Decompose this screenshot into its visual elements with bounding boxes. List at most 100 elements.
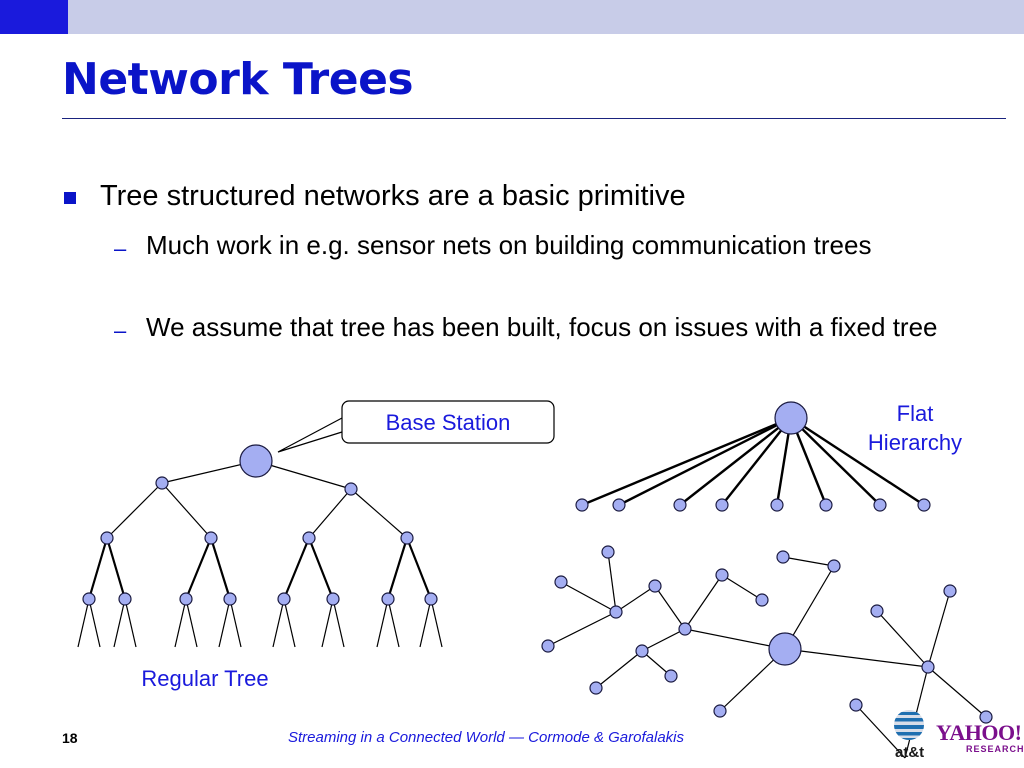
flat-hierarchy-edge bbox=[581, 416, 792, 507]
network-hub-node bbox=[768, 632, 802, 666]
regular-tree-stub bbox=[218, 598, 231, 648]
regular-tree-node bbox=[424, 592, 438, 606]
regular-tree-stub bbox=[283, 598, 296, 648]
regular-tree-node bbox=[179, 592, 193, 606]
regular-tree-edge bbox=[105, 537, 127, 600]
network-edge bbox=[641, 628, 686, 652]
att-logo-text: at&t bbox=[895, 744, 925, 761]
regular-tree-stub bbox=[376, 598, 389, 648]
regular-tree-edge bbox=[308, 488, 352, 539]
flat-leaf-node bbox=[575, 498, 589, 512]
flat-label-line2: Hierarchy bbox=[867, 430, 963, 455]
network-node bbox=[870, 604, 884, 618]
regular-tree-edge bbox=[307, 537, 335, 600]
regular-tree-node bbox=[118, 592, 132, 606]
base-station-label: Base Station bbox=[385, 410, 511, 435]
network-edge bbox=[595, 650, 643, 689]
top-banner bbox=[0, 0, 1024, 34]
regular-tree-stub bbox=[321, 598, 334, 648]
regular-tree-stub bbox=[113, 598, 126, 648]
regular-tree-node bbox=[204, 531, 218, 545]
network-edge bbox=[684, 574, 723, 630]
sub-bullet-2: We assume that tree has been built, focu… bbox=[146, 312, 938, 342]
regular-tree-stub bbox=[430, 598, 443, 648]
slide-number: 18 bbox=[62, 730, 78, 746]
flat-leaf-node bbox=[612, 498, 626, 512]
regular-tree-edge bbox=[184, 537, 213, 600]
network-node bbox=[921, 660, 935, 674]
regular-tree-stub bbox=[185, 598, 198, 648]
regular-tree-stub bbox=[419, 598, 432, 648]
flat-leaf-node bbox=[917, 498, 931, 512]
network-edge bbox=[782, 556, 835, 567]
regular-tree-edge bbox=[405, 537, 433, 600]
yahoo-logo: YAHOO! bbox=[936, 720, 1022, 745]
flat-hierarchy-edge bbox=[790, 417, 881, 506]
regular-tree-node bbox=[82, 592, 96, 606]
regular-tree-node bbox=[277, 592, 291, 606]
network-node bbox=[776, 550, 790, 564]
regular-tree-edge bbox=[209, 537, 232, 600]
tree-nodes bbox=[82, 401, 993, 724]
regular-tree-node bbox=[326, 592, 340, 606]
slide-title: Network Trees bbox=[62, 54, 414, 105]
regular-tree-edge bbox=[161, 482, 212, 539]
network-node bbox=[609, 605, 623, 619]
regular-tree-stub bbox=[77, 598, 90, 648]
network-edge bbox=[560, 581, 617, 613]
network-node bbox=[648, 579, 662, 593]
regular-tree-edge bbox=[350, 488, 408, 539]
bullet-square-icon bbox=[64, 192, 76, 204]
flat-leaf-node bbox=[673, 498, 687, 512]
regular-tree-node bbox=[155, 476, 169, 490]
att-globe-icon bbox=[894, 710, 924, 740]
network-edge bbox=[547, 611, 617, 647]
regular-tree-stub bbox=[332, 598, 345, 648]
network-edge bbox=[876, 610, 929, 668]
title-divider bbox=[62, 118, 1006, 119]
regular-tree-label: Regular Tree bbox=[141, 666, 269, 691]
regular-tree-node bbox=[223, 592, 237, 606]
network-node bbox=[664, 669, 678, 683]
footer-caption: Streaming in a Connected World — Cormode… bbox=[288, 729, 685, 746]
dash-icon: – bbox=[114, 318, 127, 343]
dash-icon: – bbox=[114, 236, 127, 261]
yahoo-research-text: RESEARCH bbox=[966, 744, 1024, 754]
network-node bbox=[713, 704, 727, 718]
bullet-main: Tree structured networks are a basic pri… bbox=[100, 180, 686, 212]
flat-hierarchy-edge bbox=[790, 416, 925, 507]
regular-tree-node bbox=[100, 531, 114, 545]
flat-label-line1: Flat bbox=[896, 401, 934, 426]
network-edge bbox=[684, 628, 786, 650]
network-node bbox=[635, 644, 649, 658]
network-node bbox=[755, 593, 769, 607]
network-node bbox=[827, 559, 841, 573]
network-edge bbox=[784, 648, 929, 668]
base-station-node bbox=[239, 444, 273, 478]
network-node bbox=[849, 698, 863, 712]
flat-leaf-node bbox=[715, 498, 729, 512]
flat-leaf-node bbox=[770, 498, 784, 512]
regular-tree-edge bbox=[386, 537, 409, 600]
regular-tree-stub bbox=[387, 598, 400, 648]
base-station-callout bbox=[277, 400, 555, 453]
network-node bbox=[541, 639, 555, 653]
network-edge bbox=[927, 590, 951, 668]
regular-tree-edge bbox=[87, 537, 109, 600]
flat-root-node bbox=[774, 401, 808, 435]
network-edge bbox=[721, 574, 763, 601]
regular-tree-stub bbox=[229, 598, 242, 648]
regular-tree-node bbox=[381, 592, 395, 606]
flat-hierarchy-edge bbox=[618, 416, 792, 507]
network-edge bbox=[855, 704, 906, 759]
regular-tree-node bbox=[344, 482, 358, 496]
regular-tree-stub bbox=[272, 598, 285, 648]
regular-tree-node bbox=[400, 531, 414, 545]
flat-leaf-node bbox=[819, 498, 833, 512]
network-node bbox=[601, 545, 615, 559]
network-edge bbox=[615, 585, 656, 613]
network-node bbox=[678, 622, 692, 636]
network-node bbox=[943, 584, 957, 598]
flat-leaf-node bbox=[873, 498, 887, 512]
